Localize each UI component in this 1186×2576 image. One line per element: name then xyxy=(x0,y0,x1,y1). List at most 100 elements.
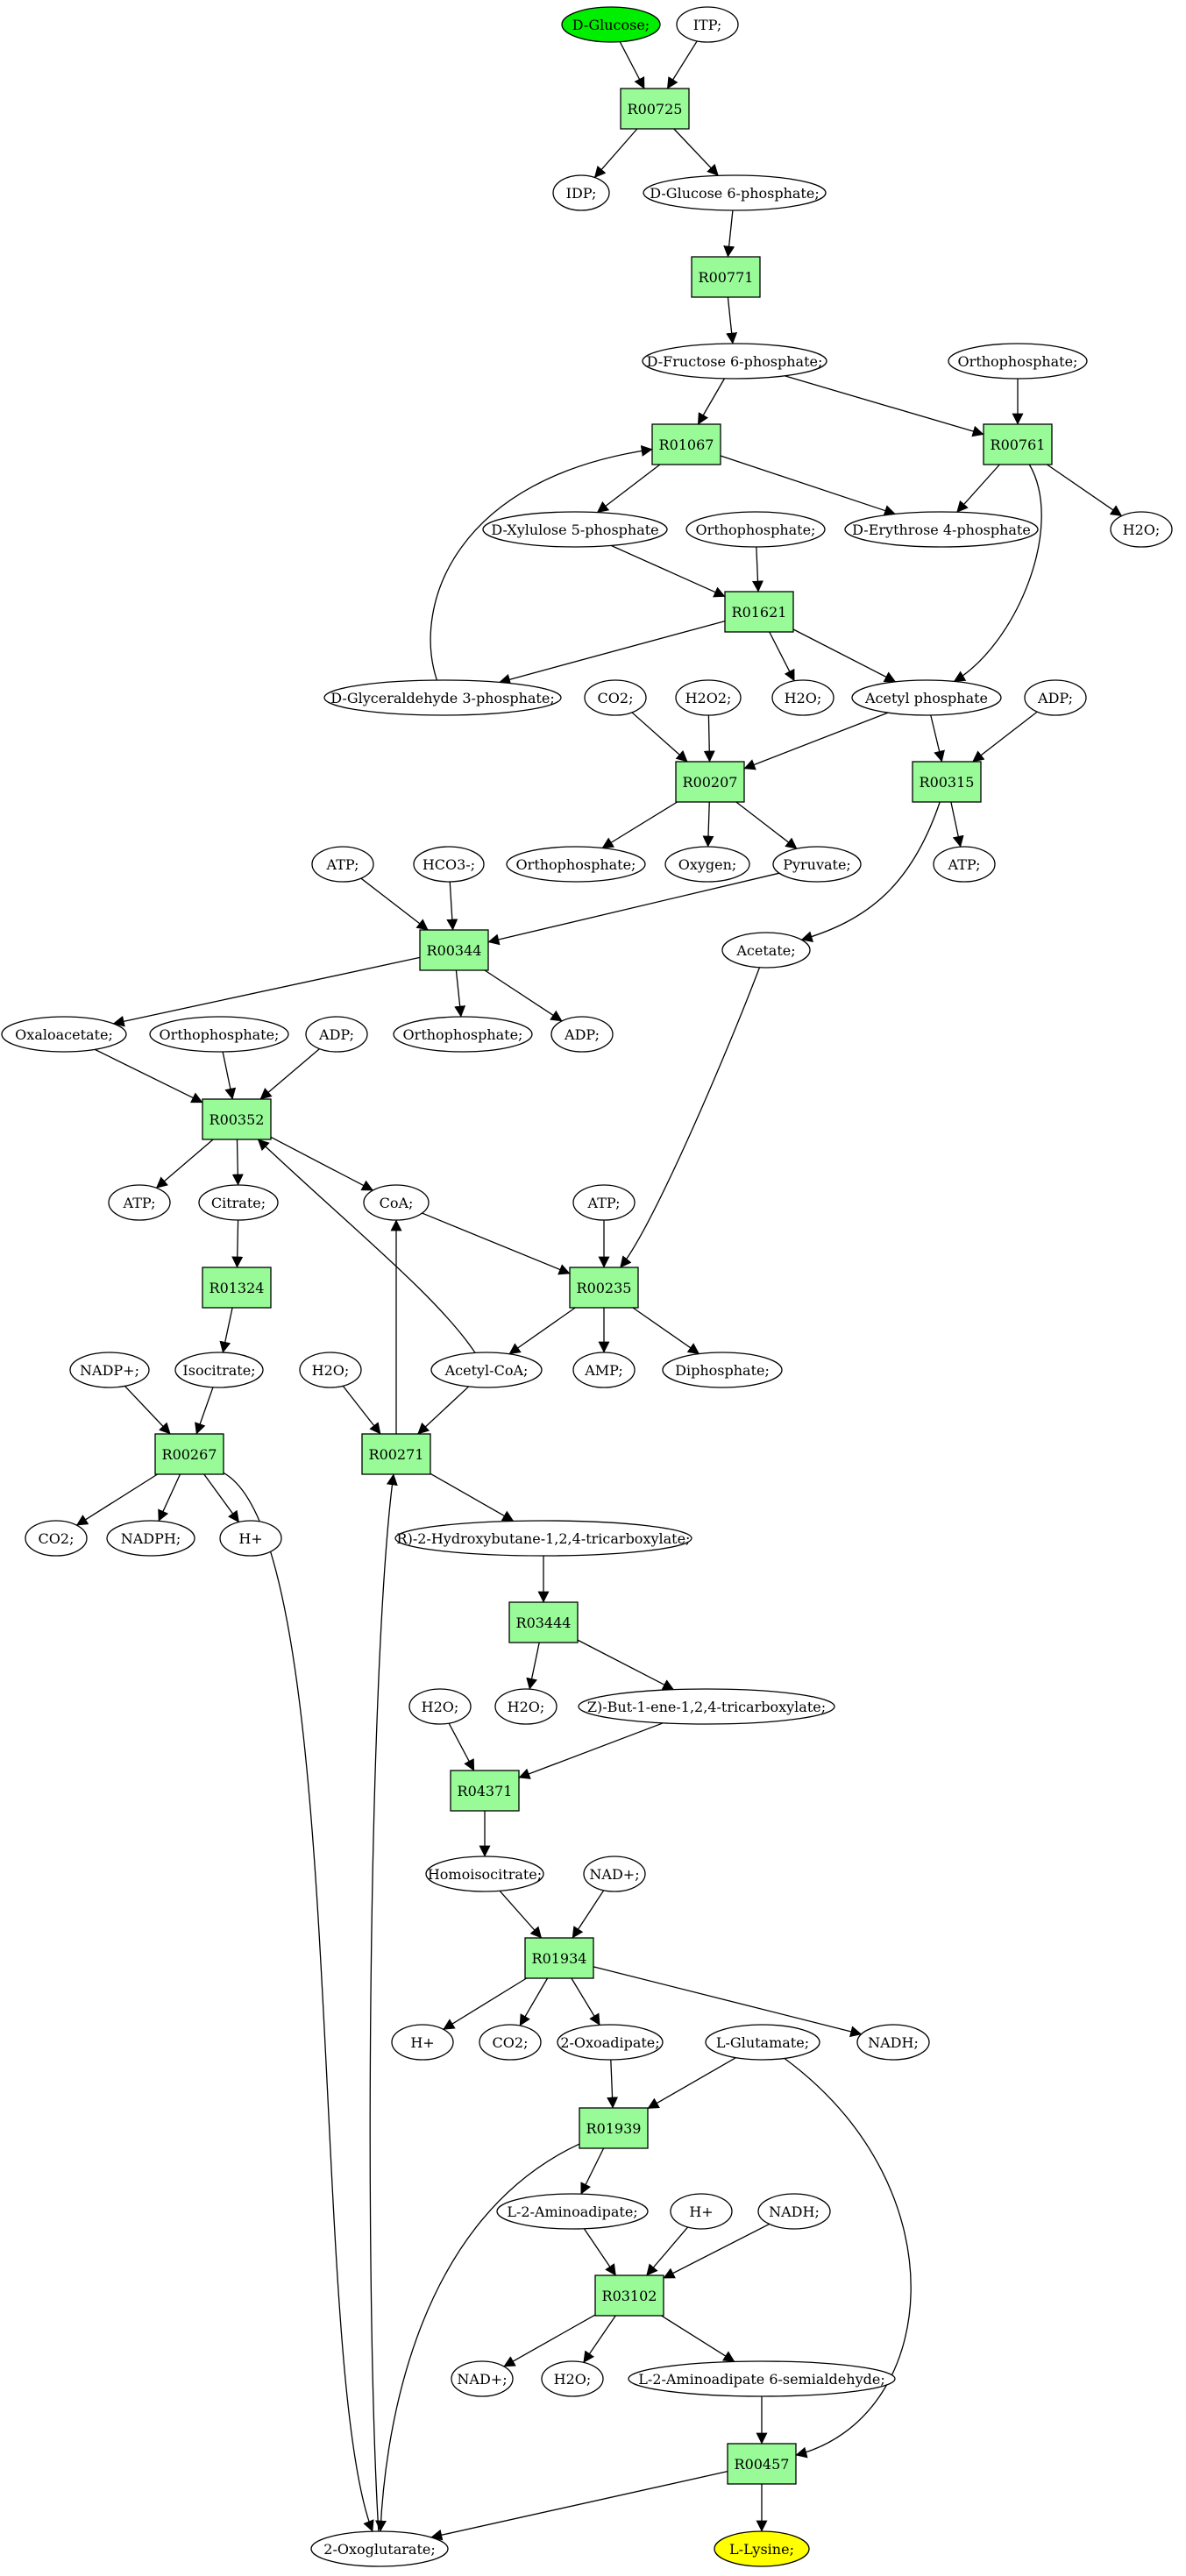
node-r00267: R00267 xyxy=(154,1433,224,1475)
node-adp-2: ADP; xyxy=(305,1016,368,1053)
edge-r01324-to-isocitrate xyxy=(219,1307,233,1353)
node-atp-2: ATP; xyxy=(933,846,996,883)
node-label: Oxaloacetate; xyxy=(15,1026,113,1043)
edge-r00352-to-atp_3 xyxy=(155,1139,214,1189)
edge-f6p-to-r00761 xyxy=(784,375,984,437)
edge-oxoglutarate-to-r00271 xyxy=(369,1473,398,2532)
edge-r01934-to-oxoadipate xyxy=(571,1977,600,2026)
node-r00235: R00235 xyxy=(569,1267,639,1309)
edge-r03444-to-h2o_5 xyxy=(526,1642,540,1690)
node-label: Diphosphate; xyxy=(675,1362,770,1379)
node-label: H2O; xyxy=(1123,522,1161,538)
node-label: L-2-Aminoadipate 6-semialdehyde; xyxy=(638,2371,884,2388)
node-hplus-2: H+ xyxy=(391,2024,454,2061)
node-r00771: R00771 xyxy=(691,256,761,298)
reaction-box xyxy=(569,1267,639,1309)
node-label: Z)-But-1-ene-1,2,4-tricarboxylate; xyxy=(587,1699,826,1715)
edge-h2o_4-to-r04371 xyxy=(448,1722,475,1771)
node-h2o-6: H2O; xyxy=(541,2360,604,2397)
compound-ellipse xyxy=(149,1016,289,1053)
node-label: D-Glyceraldehyde 3-phosphate; xyxy=(330,690,554,706)
node-h2o-2: H2O; xyxy=(771,679,834,716)
node-co2-2: CO2; xyxy=(25,1520,88,1557)
edge-f6p-to-r01067 xyxy=(697,378,726,425)
node-adp-1: ADP; xyxy=(1024,679,1087,716)
node-label: ITP; xyxy=(693,17,722,33)
compound-ellipse xyxy=(430,1352,543,1388)
compound-ellipse xyxy=(664,846,750,883)
node-pi-1: Orthophosphate; xyxy=(948,343,1088,380)
node-hplus-3: H+ xyxy=(670,2193,733,2230)
node-label: R00344 xyxy=(427,942,482,959)
edge-homoiso-to-r01934 xyxy=(499,1890,543,1939)
edge-glutamate-to-r00457 xyxy=(784,2057,912,2459)
node-r00207: R00207 xyxy=(675,761,745,803)
node-h2o-5: H2O; xyxy=(494,1688,557,1725)
node-r00457: R00457 xyxy=(727,2443,797,2485)
node-label: Acetyl phosphate xyxy=(864,690,988,706)
compound-ellipse xyxy=(643,174,827,211)
edge-pyruvate-to-r00344 xyxy=(487,872,780,946)
node-r00725: R00725 xyxy=(620,88,690,130)
edge-glucose-to-r00725 xyxy=(619,41,645,89)
compound-ellipse xyxy=(1,1016,127,1053)
node-nadh-2: NADH; xyxy=(757,2193,831,2230)
edge-r00207-to-pi_3 xyxy=(601,801,678,849)
node-hbt: R)-2-Hydroxybutane-1,2,4-tricarboxylate; xyxy=(394,1520,692,1557)
node-label: H2O; xyxy=(785,690,822,706)
node-oaa: Oxaloacetate; xyxy=(1,1016,127,1053)
reaction-box xyxy=(579,2107,649,2149)
node-label: R01067 xyxy=(659,436,714,453)
node-co2-3: CO2; xyxy=(479,2024,542,2061)
node-label: H2O; xyxy=(554,2371,592,2388)
node-label: Isocitrate; xyxy=(182,1362,255,1379)
compound-ellipse xyxy=(675,679,742,716)
reaction-box xyxy=(691,256,761,298)
compound-ellipse xyxy=(299,1352,362,1388)
node-label: H2O; xyxy=(312,1362,350,1379)
compound-ellipse xyxy=(851,679,1002,716)
node-f6p: D-Fructose 6-phosphate; xyxy=(642,343,827,380)
reaction-box xyxy=(450,1770,520,1812)
compound-ellipse xyxy=(363,1184,430,1221)
node-nadh-1: NADH; xyxy=(856,2024,930,2061)
compound-ellipse xyxy=(305,1016,368,1053)
compound-ellipse xyxy=(550,1016,614,1053)
node-oxygen: Oxygen; xyxy=(664,846,750,883)
node-r00315: R00315 xyxy=(912,761,982,803)
compound-ellipse xyxy=(583,1856,646,1892)
node-label: NADH; xyxy=(769,2203,820,2220)
edge-co2_1-to-r00207 xyxy=(631,712,688,763)
compound-ellipse xyxy=(721,932,811,969)
node-label: D-Glucose; xyxy=(572,17,650,33)
node-label: R00352 xyxy=(210,1111,265,1128)
edge-r01934-to-hplus_2 xyxy=(443,1977,527,2030)
node-r04371: R04371 xyxy=(450,1770,520,1812)
node-r00761: R00761 xyxy=(983,423,1053,465)
node-glutamate: L-Glutamate; xyxy=(705,2024,820,2061)
edge-adp_2-to-r00352 xyxy=(259,1048,320,1100)
node-label: ADP; xyxy=(564,1026,600,1043)
node-label: R00271 xyxy=(369,1446,424,1463)
node-label: H+ xyxy=(410,2034,434,2051)
node-label: IDP; xyxy=(566,185,597,202)
edge-r01939-to-oxoglutarate xyxy=(375,2143,580,2532)
edge-coa-to-r00235 xyxy=(422,1212,571,1275)
node-nadph: NADPH; xyxy=(106,1520,195,1557)
node-idp: IDP; xyxy=(552,174,610,211)
node-r03102: R03102 xyxy=(594,2274,664,2317)
node-acp: Acetyl phosphate xyxy=(851,679,1002,716)
node-label: R01621 xyxy=(732,604,787,621)
edge-r00352-to-coa xyxy=(270,1136,373,1191)
compound-ellipse xyxy=(494,1688,557,1725)
edge-oaa-to-r00352 xyxy=(94,1048,203,1103)
compound-ellipse xyxy=(557,2024,664,2061)
node-label: Orthophosphate; xyxy=(403,1026,523,1043)
compound-ellipse xyxy=(662,1352,783,1388)
node-atp-4: ATP; xyxy=(572,1184,636,1221)
edge-r03102-to-h2o_6 xyxy=(583,2315,616,2363)
node-label: R00761 xyxy=(991,436,1046,453)
edge-r01621-to-g3p xyxy=(499,620,726,685)
edge-g6p-to-r00771 xyxy=(723,209,735,258)
